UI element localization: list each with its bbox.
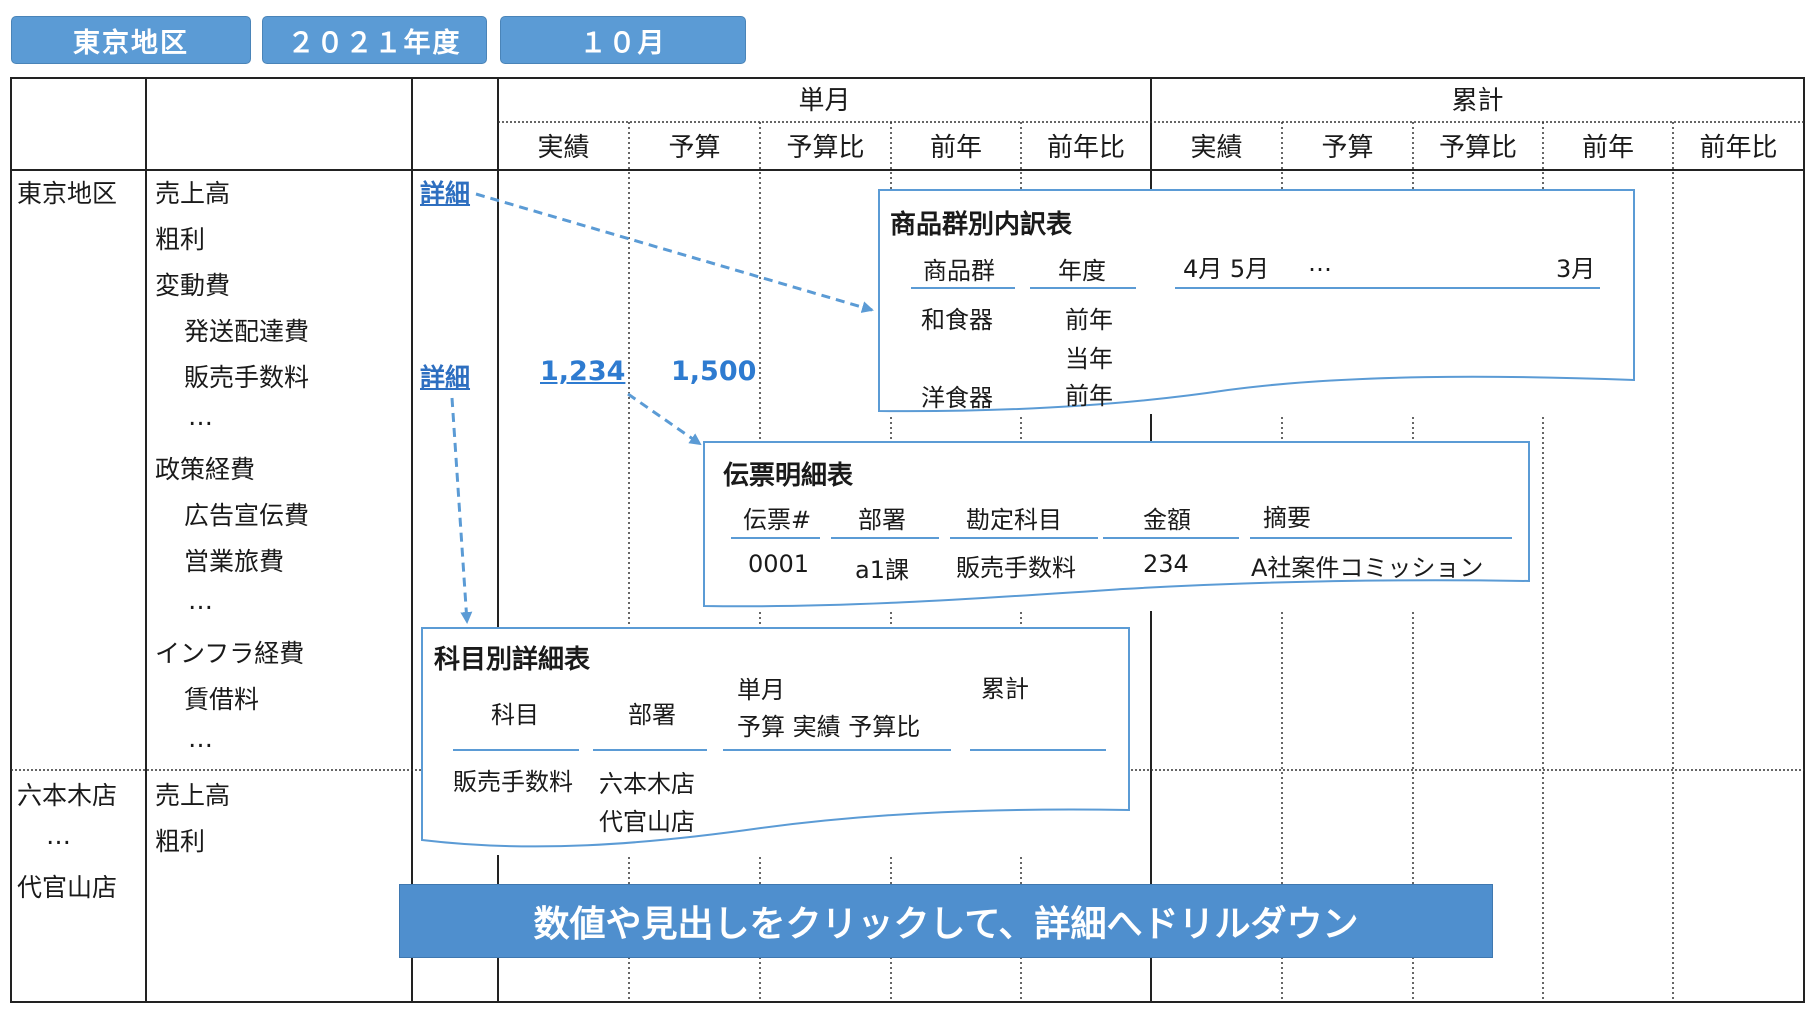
popup-voucher-cell-amount: 234 (1143, 550, 1189, 578)
item-ellipsis: … (188, 724, 213, 753)
item-rent[interactable]: 賃借料 (184, 685, 260, 714)
col-cum-prev-year[interactable]: 前年 (1581, 133, 1634, 163)
region-ellipsis: … (46, 821, 71, 850)
item-sales[interactable]: 売上高 (155, 179, 231, 208)
single-month-header: 単月 (798, 86, 851, 116)
detail-link-commission[interactable]: 詳細 (420, 363, 471, 392)
popup-account-row-dept: 六本木店 (599, 770, 695, 798)
col-cum-budget-ratio[interactable]: 予算比 (1438, 133, 1517, 163)
detail-link-sales[interactable]: 詳細 (420, 179, 471, 208)
popup-product-row-year: 前年 (1065, 382, 1113, 410)
region-label-roppongi[interactable]: 六本木店 (17, 781, 118, 810)
popup-account-row-dept: 代官山店 (599, 808, 695, 836)
item-ellipsis: … (188, 586, 213, 615)
item-infra-cost[interactable]: インフラ経費 (155, 639, 305, 668)
item-gross-profit[interactable]: 粗利 (155, 225, 206, 254)
popup-account-underline (593, 749, 707, 751)
col-cum-actual[interactable]: 実績 (1190, 133, 1243, 163)
popup-product-underline (911, 287, 1015, 289)
col-single-prev-year[interactable]: 前年 (929, 133, 982, 163)
popup-product-header-ellipsis: … (1308, 249, 1332, 277)
popup-account-frame (421, 627, 1130, 848)
item-gross-profit[interactable]: 粗利 (155, 827, 206, 856)
drilldown-hint-banner: 数値や見出しをクリックして、詳細へドリルダウン (399, 884, 1493, 958)
popup-account-underline (723, 749, 951, 751)
region-filter-button[interactable]: 東京地区 (11, 16, 251, 64)
popup-product-title: 商品群別内訳表 (890, 210, 1073, 240)
value-commission-actual[interactable]: 1,234 (540, 356, 626, 387)
popup-voucher-detail: 伝票明細表 伝票# 部署 勘定科目 金額 摘要 0001 a1課 販売手数料 2… (703, 441, 1530, 611)
popup-voucher-header-account: 勘定科目 (966, 506, 1062, 534)
item-travel[interactable]: 営業旅費 (184, 547, 285, 576)
popup-voucher-cell-account: 販売手数料 (956, 554, 1076, 582)
popup-account-underline (453, 749, 579, 751)
popup-account-header-subject: 科目 (491, 701, 539, 729)
popup-account-header-cumulative: 累計 (981, 675, 1029, 703)
item-policy-cost[interactable]: 政策経費 (155, 455, 256, 484)
popup-product-breakdown: 商品群別内訳表 商品群 年度 4月 5月 … 3月 和食器 前年 当年 洋食器 … (878, 189, 1635, 414)
popup-product-row-year: 前年 (1065, 306, 1113, 334)
popup-product-underline (1175, 287, 1600, 289)
popup-voucher-cell-summary: A社案件コミッション (1251, 554, 1484, 582)
item-sales-commission[interactable]: 販売手数料 (184, 363, 310, 392)
col-single-prev-year-ratio[interactable]: 前年比 (1046, 133, 1125, 163)
popup-account-header-single-month: 単月 (737, 676, 785, 704)
col-single-budget[interactable]: 予算 (668, 133, 721, 163)
popup-account-header-sub: 予算 実績 予算比 (737, 713, 921, 741)
popup-voucher-title: 伝票明細表 (723, 461, 854, 491)
popup-product-frame (878, 189, 1635, 413)
popup-account-row-subject: 販売手数料 (453, 768, 573, 796)
item-shipping-cost[interactable]: 発送配達費 (184, 317, 310, 346)
cumulative-header: 累計 (1451, 86, 1504, 116)
popup-product-header-year: 年度 (1058, 257, 1106, 285)
popup-voucher-underline (950, 537, 1098, 539)
col-cum-prev-year-ratio[interactable]: 前年比 (1699, 133, 1778, 163)
popup-voucher-underline (831, 537, 939, 539)
popup-account-header-dept: 部署 (628, 701, 676, 729)
popup-voucher-underline (1103, 537, 1239, 539)
popup-product-header-march: 3月 (1556, 255, 1596, 283)
popup-voucher-frame (703, 441, 1530, 608)
region-label-tokyo[interactable]: 東京地区 (17, 179, 118, 208)
value-commission-budget: 1,500 (671, 356, 757, 387)
popup-product-row-group: 洋食器 (921, 384, 993, 412)
popup-voucher-underline (1250, 537, 1512, 539)
popup-product-header-group: 商品群 (923, 257, 995, 285)
popup-voucher-header-dept: 部署 (858, 506, 906, 534)
popup-voucher-header-no: 伝票# (743, 506, 812, 534)
region-label-daikanyama[interactable]: 代官山店 (17, 873, 118, 902)
item-advertising[interactable]: 広告宣伝費 (184, 501, 310, 530)
item-sales[interactable]: 売上高 (155, 781, 231, 810)
item-ellipsis: … (188, 402, 213, 431)
popup-account-detail: 科目別詳細表 科目 部署 単月 予算 実績 予算比 累計 販売手数料 六本木店 … (421, 627, 1130, 855)
popup-account-title: 科目別詳細表 (434, 645, 591, 675)
popup-voucher-cell-no: 0001 (748, 550, 810, 578)
popup-product-row-year: 当年 (1065, 345, 1113, 373)
year-filter-button[interactable]: ２０２１年度 (262, 16, 487, 64)
popup-voucher-cell-dept: a1課 (855, 556, 909, 584)
popup-product-header-months: 4月 5月 (1183, 255, 1270, 283)
popup-product-row-group: 和食器 (921, 306, 993, 334)
popup-voucher-header-amount: 金額 (1143, 506, 1191, 534)
popup-voucher-header-summary: 摘要 (1263, 504, 1311, 532)
popup-product-underline (1030, 287, 1136, 289)
popup-account-underline (970, 749, 1106, 751)
col-cum-budget[interactable]: 予算 (1321, 133, 1374, 163)
month-filter-button[interactable]: １０月 (500, 16, 746, 64)
col-single-actual[interactable]: 実績 (537, 133, 590, 163)
popup-voucher-underline (731, 537, 820, 539)
col-single-budget-ratio[interactable]: 予算比 (786, 133, 865, 163)
item-variable-cost[interactable]: 変動費 (155, 271, 231, 300)
